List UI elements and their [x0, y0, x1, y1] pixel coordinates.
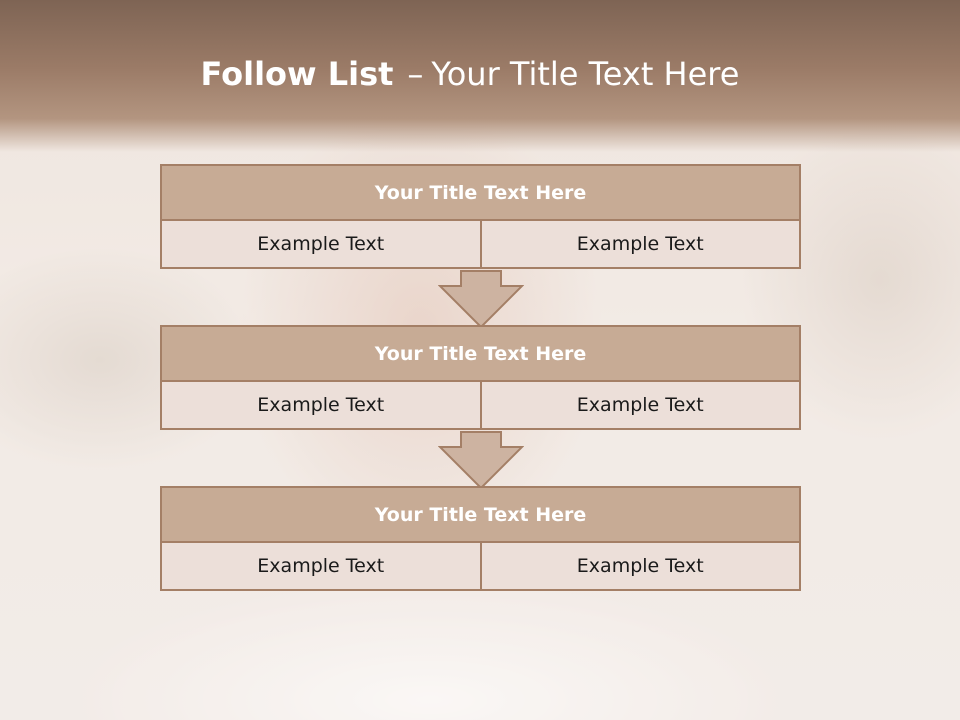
list-block-3: Your Title Text Here Example Text Exampl… — [160, 486, 801, 591]
slide-title: Follow List–Your Title Text Here — [0, 55, 960, 93]
block-row: Example Text Example Text — [160, 219, 801, 269]
slide-title-rest: Your Title Text Here — [431, 55, 740, 93]
block-row: Example Text Example Text — [160, 541, 801, 591]
down-arrow-icon — [438, 431, 524, 489]
block-cell-right: Example Text — [481, 219, 801, 269]
block-title: Your Title Text Here — [160, 164, 801, 221]
list-block-2: Your Title Text Here Example Text Exampl… — [160, 325, 801, 430]
block-cell-right: Example Text — [481, 380, 801, 430]
block-cell-left: Example Text — [160, 541, 482, 591]
header-band — [0, 0, 960, 152]
slide-title-separator: – — [407, 55, 424, 93]
slide-title-bold: Follow List — [200, 55, 394, 93]
block-cell-right: Example Text — [481, 541, 801, 591]
down-arrow-icon — [438, 270, 524, 328]
block-cell-left: Example Text — [160, 380, 482, 430]
block-title: Your Title Text Here — [160, 325, 801, 382]
list-block-1: Your Title Text Here Example Text Exampl… — [160, 164, 801, 269]
block-title: Your Title Text Here — [160, 486, 801, 543]
block-row: Example Text Example Text — [160, 380, 801, 430]
block-cell-left: Example Text — [160, 219, 482, 269]
